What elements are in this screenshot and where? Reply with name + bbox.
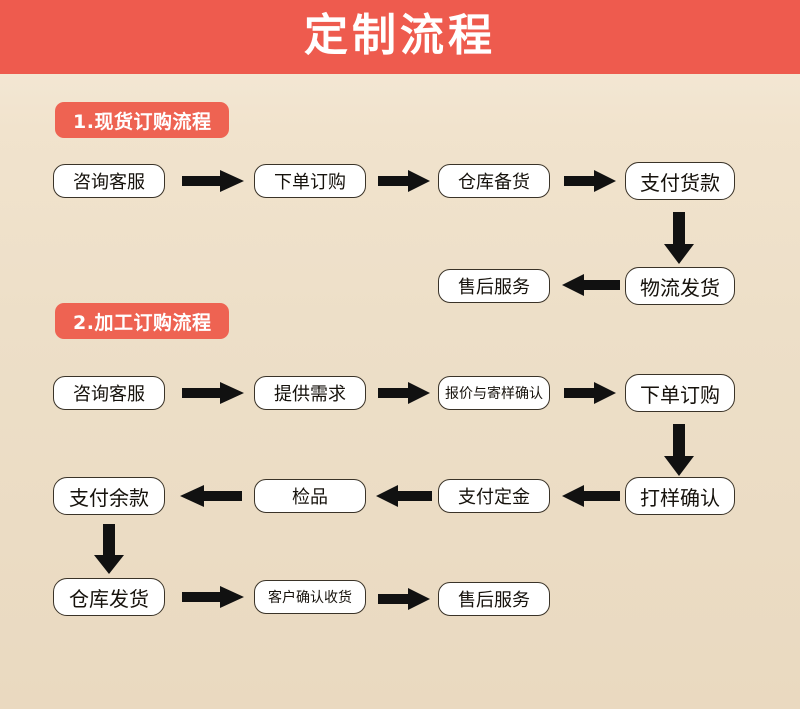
- section-2-badge: 2.加工订购流程: [55, 303, 230, 339]
- flow-node-place-order-2[interactable]: 下单订购: [625, 374, 735, 412]
- page-title: 定制流程: [304, 10, 496, 61]
- arrow-right-icon-s1-a2: [378, 170, 430, 192]
- arrow-left-icon-s2-a7: [180, 485, 242, 507]
- flow-node-inspection[interactable]: 检品: [254, 479, 366, 513]
- arrow-down-icon-s2-a4: [664, 424, 694, 476]
- flow-node-sample-proof-confirm[interactable]: 打样确认: [625, 477, 735, 515]
- arrow-down-icon-s2-a8: [94, 524, 124, 574]
- arrow-left-icon-s2-a5: [562, 485, 620, 507]
- arrow-right-icon-s2-a1: [182, 382, 244, 404]
- flow-node-pay-balance[interactable]: 支付余款: [53, 477, 165, 515]
- arrow-right-icon-s2-a2: [378, 382, 430, 404]
- arrow-right-icon-s2-a3: [564, 382, 616, 404]
- arrow-right-icon-s1-a3: [564, 170, 616, 192]
- flow-node-logistics-ship[interactable]: 物流发货: [625, 267, 735, 305]
- flow-node-pay-goods[interactable]: 支付货款: [625, 162, 735, 200]
- flow-node-warehouse-ship[interactable]: 仓库发货: [53, 578, 165, 616]
- arrow-right-icon-s2-a10: [378, 588, 430, 610]
- arrow-left-icon-s1-a5: [562, 274, 620, 296]
- section-1-badge: 1.现货订购流程: [55, 102, 230, 138]
- arrow-down-icon-s1-a4: [664, 212, 694, 264]
- flow-node-quote-sample-confirm[interactable]: 报价与寄样确认: [438, 376, 550, 410]
- arrow-right-icon-s1-a1: [182, 170, 244, 192]
- flow-node-consult-service-1[interactable]: 咨询客服: [53, 164, 165, 198]
- page-header-banner: 定制流程: [0, 0, 800, 74]
- flow-node-provide-requirements[interactable]: 提供需求: [254, 376, 366, 410]
- flow-node-warehouse-stock[interactable]: 仓库备货: [438, 164, 550, 198]
- flow-node-after-sales-1[interactable]: 售后服务: [438, 269, 550, 303]
- flow-node-customer-confirm-receipt[interactable]: 客户确认收货: [254, 580, 366, 614]
- arrow-right-icon-s2-a9: [182, 586, 244, 608]
- flow-node-consult-service-2[interactable]: 咨询客服: [53, 376, 165, 410]
- flow-node-place-order-1[interactable]: 下单订购: [254, 164, 366, 198]
- arrow-left-icon-s2-a6: [376, 485, 432, 507]
- flow-node-after-sales-2[interactable]: 售后服务: [438, 582, 550, 616]
- flow-node-pay-deposit[interactable]: 支付定金: [438, 479, 550, 513]
